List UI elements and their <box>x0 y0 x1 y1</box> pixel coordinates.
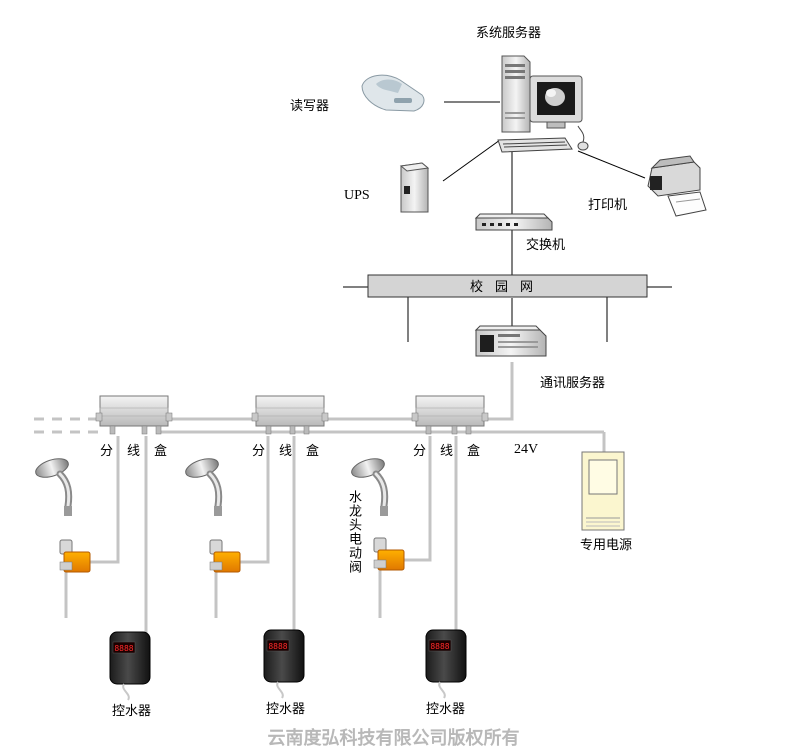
junction-box-1-label: 分线盒 <box>100 444 182 459</box>
switch-label: 交换机 <box>526 238 566 253</box>
controller-1-label: 控水器 <box>112 704 152 719</box>
ups-label: UPS <box>344 188 370 203</box>
ups-icon <box>399 162 430 213</box>
ups-link-line <box>442 139 501 182</box>
water-controller-2-icon: 8888 <box>263 629 305 699</box>
comm-server-label: 通讯服务器 <box>540 376 606 391</box>
junction-box-1-icon <box>95 395 173 435</box>
voltage-label: 24V <box>514 442 539 457</box>
switch-icon <box>474 213 553 231</box>
printer-link-line <box>577 150 646 179</box>
dashed-bus-end <box>34 417 98 434</box>
water-controller-3-icon: 8888 <box>425 629 467 699</box>
copyright-footer: 云南度弘科技有限公司版权所有 <box>267 728 520 749</box>
shower-head-2-icon <box>185 458 223 516</box>
power-supply-label: 专用电源 <box>580 538 633 553</box>
valve-label: 水龙头电动阀 <box>346 490 361 574</box>
printer-label: 打印机 <box>588 198 628 213</box>
electric-valve-2-icon <box>209 539 241 573</box>
card-reader-icon <box>361 74 425 112</box>
controller-2-display: 8888 <box>268 642 287 651</box>
card-reader-label: 读写器 <box>290 99 330 114</box>
comm-server-icon <box>474 325 547 357</box>
controller-3-label: 控水器 <box>426 702 466 717</box>
controller-2-label: 控水器 <box>266 702 306 717</box>
electric-valve-1-icon <box>59 539 91 573</box>
junction-box-3-label: 分线盒 <box>413 444 495 459</box>
junction-box-3-icon <box>411 395 489 435</box>
junction-box-2-icon <box>251 395 329 435</box>
campus-network-label: 校园网 <box>469 280 545 295</box>
power-supply-icon <box>581 451 625 531</box>
junction-box-2-label: 分线盒 <box>252 444 334 459</box>
shower-head-1-icon <box>35 458 73 516</box>
printer-icon <box>647 155 707 217</box>
drop-wiring <box>64 436 458 634</box>
system-server-label: 系统服务器 <box>476 26 542 41</box>
bus-wiring <box>160 362 606 452</box>
controller-3-display: 8888 <box>430 642 449 651</box>
campus-network-bar <box>367 274 648 298</box>
controller-1-display: 8888 <box>114 644 133 653</box>
system-server-icon <box>497 55 589 153</box>
shower-head-3-icon <box>351 458 389 516</box>
water-controller-1-icon: 8888 <box>109 631 151 701</box>
electric-valve-3-icon <box>373 537 405 571</box>
